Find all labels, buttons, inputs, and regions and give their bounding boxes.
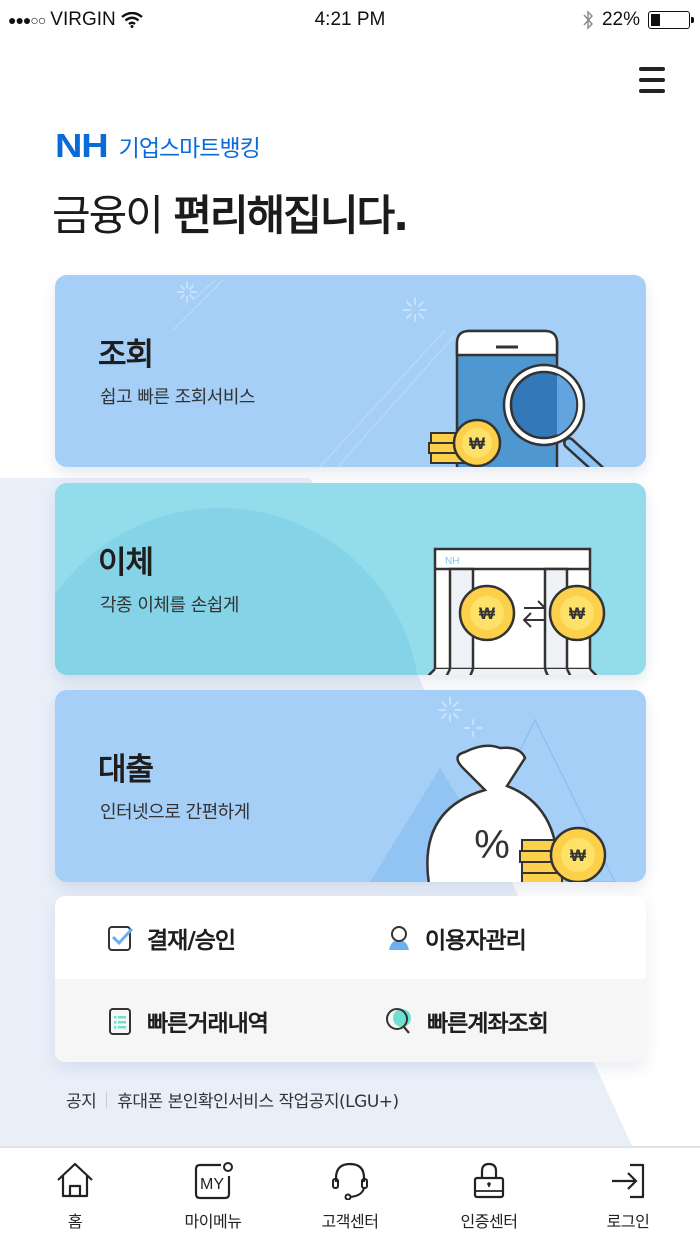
tab-my-menu-label: 마이메뉴 bbox=[184, 1212, 242, 1231]
transfer-card[interactable]: NH ₩ ₩ 이체 각종 이체를 손쉽게 bbox=[55, 483, 646, 675]
transfer-subtitle: 각종 이체를 손쉽게 bbox=[100, 595, 239, 616]
user-icon bbox=[389, 925, 409, 950]
notice-link[interactable]: 휴대폰 본인확인서비스 작업공지(LGU+) bbox=[117, 1092, 399, 1112]
tab-home-label: 홈 bbox=[67, 1212, 83, 1231]
my-menu-icon: MY bbox=[194, 1162, 233, 1200]
headset-icon bbox=[332, 1162, 368, 1200]
notice-label: 공지 bbox=[66, 1092, 97, 1112]
transfer-title: 이체 bbox=[98, 545, 154, 581]
page-headline: 금융이 편리해집니다. bbox=[52, 182, 409, 243]
quick-transactions-label: 빠른거래내역 bbox=[147, 1010, 269, 1037]
home-icon bbox=[57, 1162, 93, 1198]
inquiry-subtitle: 쉽고 빠른 조회서비스 bbox=[100, 387, 255, 408]
brand-name: 기업스마트뱅킹 bbox=[118, 136, 261, 162]
quick-account-lookup-label: 빠른계좌조회 bbox=[427, 1010, 549, 1037]
headline-bold: 편리해집니다. bbox=[173, 191, 409, 240]
carrier-name: VIRGIN bbox=[50, 9, 116, 30]
tab-customer-center-label: 고객센터 bbox=[321, 1212, 379, 1231]
approval-button[interactable]: 결재/승인 bbox=[107, 896, 236, 979]
notice-bar: 공지 휴대폰 본인확인서비스 작업공지(LGU+) bbox=[66, 1087, 399, 1112]
tab-my-menu[interactable]: MY 마이메뉴 bbox=[163, 1160, 263, 1232]
battery-percent: 22% bbox=[601, 9, 640, 30]
lock-icon bbox=[473, 1162, 505, 1199]
tab-certificate-center-label: 인증센터 bbox=[460, 1212, 518, 1231]
quick-menu-row: 결재/승인 이용자관리 bbox=[55, 896, 646, 979]
login-icon bbox=[612, 1163, 645, 1199]
checkbox-icon bbox=[108, 925, 134, 951]
coin-symbol: ₩ bbox=[469, 434, 486, 453]
status-bar: ●●●○○ VIRGIN 4:21 PM 22% bbox=[0, 0, 700, 40]
quick-menu: 결재/승인 이용자관리 빠른거래내역 빠른계좌조회 bbox=[55, 896, 646, 1062]
nh-badge: NH bbox=[445, 556, 459, 567]
approval-label: 결재/승인 bbox=[147, 927, 236, 954]
percent-symbol: % bbox=[474, 823, 510, 867]
inquiry-title: 조회 bbox=[98, 337, 154, 373]
battery-icon bbox=[648, 11, 694, 29]
loan-subtitle: 인터넷으로 간편하게 bbox=[100, 802, 250, 823]
tab-login-label: 로그인 bbox=[606, 1212, 650, 1231]
list-document-icon bbox=[109, 1007, 131, 1035]
tab-certificate-center[interactable]: 인증센터 bbox=[439, 1160, 539, 1232]
wifi-icon bbox=[120, 12, 143, 28]
nh-logo: NH bbox=[55, 127, 109, 164]
inquiry-card[interactable]: ₩ 조회 쉽고 빠른 조회서비스 bbox=[55, 275, 646, 467]
loan-title: 대출 bbox=[98, 752, 154, 788]
coin-symbol: ₩ bbox=[570, 846, 587, 865]
hamburger-menu-button[interactable] bbox=[636, 64, 668, 96]
tab-customer-center[interactable]: 고객센터 bbox=[300, 1160, 400, 1232]
headline-light: 금융이 bbox=[52, 191, 174, 240]
user-management-button[interactable]: 이용자관리 bbox=[385, 896, 527, 979]
user-management-label: 이용자관리 bbox=[425, 927, 527, 954]
coin-symbol: ₩ bbox=[479, 604, 496, 623]
phone-magnifier-coins-illustration: ₩ bbox=[172, 279, 605, 467]
my-text: MY bbox=[200, 1176, 224, 1193]
quick-menu-row: 빠른거래내역 빠른계좌조회 bbox=[55, 979, 646, 1062]
tab-login[interactable]: 로그인 bbox=[578, 1160, 678, 1232]
brand-logo: NH 기업스마트뱅킹 bbox=[55, 127, 261, 165]
search-icon bbox=[386, 1007, 411, 1034]
tab-home[interactable]: 홈 bbox=[25, 1160, 125, 1232]
bluetooth-icon bbox=[583, 10, 593, 30]
quick-account-lookup-button[interactable]: 빠른계좌조회 bbox=[385, 979, 549, 1062]
money-bag-percent-illustration: % ₩ bbox=[370, 697, 616, 882]
signal-strength-icon: ●●●○○ bbox=[8, 12, 46, 28]
transfer-coins-illustration: NH ₩ ₩ bbox=[55, 508, 606, 675]
coin-symbol: ₩ bbox=[569, 604, 586, 623]
transfer-arrows-icon bbox=[522, 600, 546, 628]
divider bbox=[106, 1091, 108, 1108]
clock: 4:21 PM bbox=[314, 9, 386, 30]
loan-card[interactable]: % ₩ 대출 인터넷으로 간편하게 bbox=[55, 690, 646, 882]
quick-transactions-button[interactable]: 빠른거래내역 bbox=[107, 979, 269, 1062]
bottom-tab-bar: 홈 MY 마이메뉴 고객센터 인증센터 bbox=[0, 1146, 700, 1244]
